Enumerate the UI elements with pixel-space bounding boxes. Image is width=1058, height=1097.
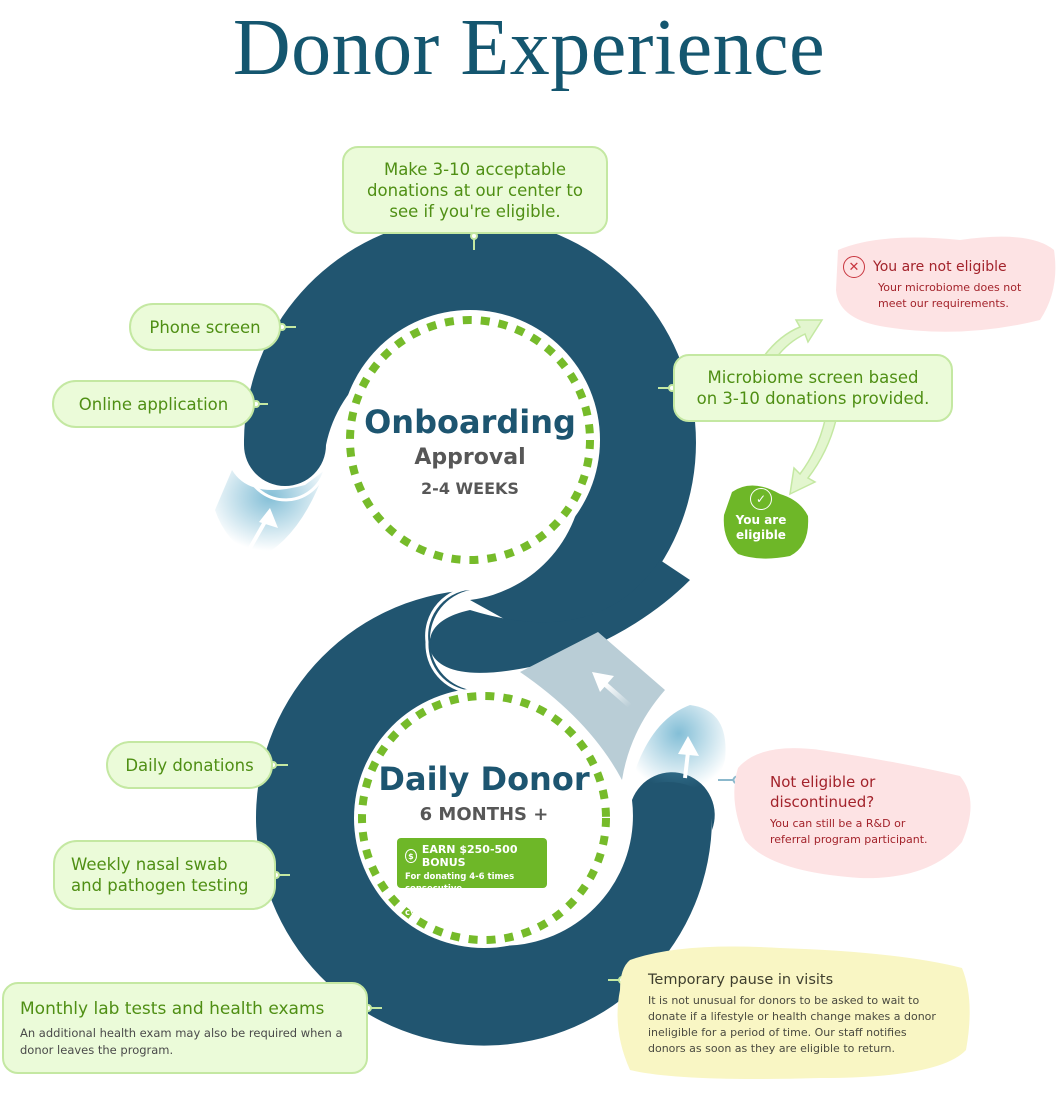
discontinued-body-2: referral program participant. [770,833,928,846]
step-daily-donations-label: Daily donations [125,755,254,775]
daily-donor-duration: 6 MONTHS + [419,804,549,825]
step-monthly-tests: Monthly lab tests and health exams An ad… [2,982,368,1074]
step-nasal-swab-line-2: and pathogen testing [71,876,249,895]
return-wedge [520,632,665,780]
daily-donor-title: Daily Donor [378,760,590,798]
pause-body-3: ineligible for a period of time. Our sta… [648,1026,907,1039]
entry-arrow-icon [248,508,278,549]
step-monthly-body-1: An additional health exam may also be re… [20,1026,343,1040]
onboarding-subtitle: Approval [414,445,526,470]
bonus-heading: EARN $250-500 BONUS [421,843,518,869]
daily-donor-stage: Daily Donor 6 MONTHS + [354,758,614,830]
discontinued-note: Not eligible or discontinued? You can st… [770,772,960,848]
onboarding-title: Onboarding [364,403,576,441]
step-phone-screen: Phone screen [129,303,281,351]
pause-body-4: donors as soon as they are eligible to r… [648,1042,895,1055]
step-daily-donations: Daily donations [106,741,273,789]
step-donations-line-3: see if you're eligible. [389,201,561,221]
step-donations-line-2: donations at our center to [367,180,583,200]
discontinued-blob [734,748,971,879]
step-microbiome-line-2: on 3-10 donations provided. [696,389,930,408]
discontinued-title-2: discontinued? [770,793,875,811]
bonus-badge: $ EARN $250-500 BONUS For donating 4-6 ti… [397,838,547,918]
branch-down-arrow-icon [789,419,837,496]
bonus-detail-2: weeks for every 4 week cycle. [405,896,519,918]
step-monthly-title: Monthly lab tests and health exams [20,999,325,1019]
discontinued-title-1: Not eligible or [770,773,876,791]
ring-bridge [429,560,690,673]
pause-title: Temporary pause in visits [648,972,834,988]
step-monthly-body-2: donor leaves the program. [20,1043,174,1057]
step-microbiome: Microbiome screen based on 3-10 donation… [673,354,953,422]
step-online-application: Online application [52,380,255,428]
pause-body-2: donate if a lifestyle or health change m… [648,1010,936,1023]
onboarding-stage: Onboarding Approval 2-4 WEEKS [340,402,600,504]
pause-note: Temporary pause in visits It is not unus… [648,970,958,1057]
step-donations-line-1: Make 3-10 acceptable [383,159,567,179]
not-eligible-blob [836,236,1056,332]
not-eligible-body-2: meet our requirements. [878,297,1009,310]
step-microbiome-line-1: Microbiome screen based [707,368,919,387]
x-circle-icon: ✕ [843,256,865,278]
step-nasal-swab: Weekly nasal swab and pathogen testing [53,840,276,910]
eligible-line-2: eligible [736,528,786,542]
dollar-circle-icon: $ [405,849,417,863]
onboarding-ring [244,216,696,651]
return-arrow-icon [592,672,632,708]
branch-arrows [762,319,837,496]
daily-donor-ring [256,590,715,1046]
not-eligible-title: You are not eligible [873,259,1007,275]
eligible-line-1: You are [735,513,787,527]
eligible-note: ✓ You are eligible [726,488,796,543]
eligible-blob [723,485,809,559]
bonus-detail-1: For donating 4-6 times consecutive [405,872,515,894]
discontinued-body-1: You can still be a R&D or [770,817,906,830]
branch-up-arrow-icon [762,319,824,359]
pause-blob [617,946,970,1079]
not-eligible-note: ✕ You are not eligible Your microbiome d… [843,256,1043,312]
exit-glow [632,705,726,800]
pause-body-1: It is not unusual for donors to be asked… [648,994,920,1007]
check-circle-icon: ✓ [750,488,772,510]
not-eligible-body-1: Your microbiome does not [878,281,1022,294]
step-nasal-swab-line-1: Weekly nasal swab [71,855,228,874]
step-donations: Make 3-10 acceptable donations at our ce… [342,146,608,234]
onboarding-duration: 2-4 WEEKS [421,479,519,498]
step-phone-screen-label: Phone screen [149,317,261,337]
exit-arrow-icon [678,736,699,779]
page-title: Donor Experience [232,4,826,92]
step-online-application-label: Online application [78,394,229,414]
onboarding-inner-circle [340,310,600,570]
